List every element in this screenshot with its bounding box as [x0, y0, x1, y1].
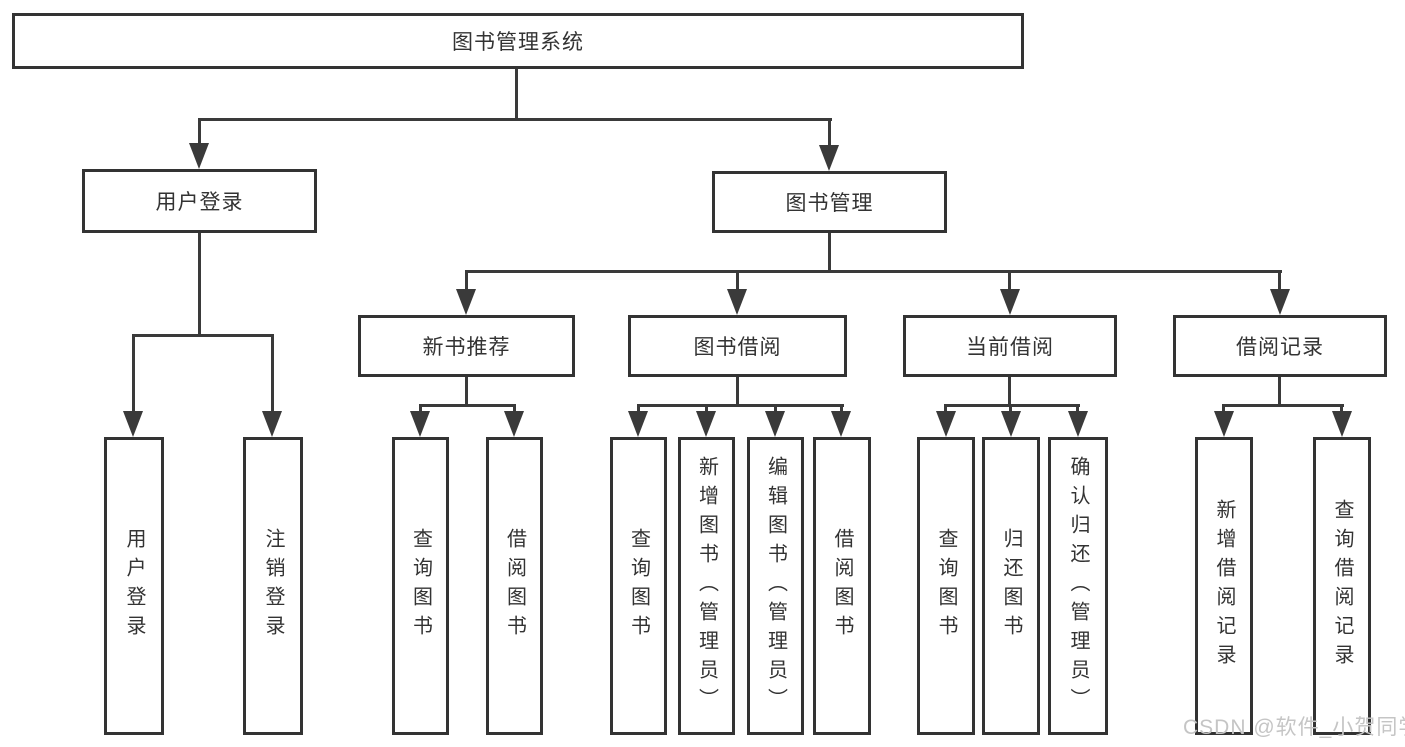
arrow-down-icon	[1270, 289, 1290, 315]
connector-borrow-stem	[736, 377, 739, 406]
connector-root-stem	[515, 69, 518, 120]
arrow-down-icon	[410, 411, 430, 437]
connector-line	[1222, 404, 1225, 413]
leaf-borrow-books-recommend: 借阅图书	[486, 437, 543, 735]
leaf-borrow-books: 借阅图书	[813, 437, 871, 735]
leaf-return-books: 归还图书	[982, 437, 1040, 735]
node-label: 新书推荐	[422, 336, 511, 359]
csdn-watermark: CSDN @软件_小贺同学	[1183, 716, 1405, 739]
connector-line	[840, 404, 843, 413]
node-label: 编辑图书（管理员）	[764, 455, 787, 717]
arrow-down-icon	[1214, 411, 1234, 437]
leaf-query-books-borrow: 查询图书	[610, 437, 667, 735]
node-label: 图书管理系统	[452, 31, 584, 54]
connector-records-hline	[1222, 404, 1344, 407]
arrow-down-icon	[1068, 411, 1088, 437]
leaf-add-borrow-record: 新增借阅记录	[1195, 437, 1253, 735]
connector-line	[1076, 404, 1079, 413]
connector-userlogin-hline	[132, 334, 274, 337]
connector-records-stem	[1278, 377, 1281, 406]
node-label: 借阅记录	[1236, 336, 1324, 359]
node-label: 查询图书	[409, 528, 432, 644]
node-book-management: 图书管理	[712, 171, 947, 233]
connector-line	[132, 334, 135, 412]
arrow-down-icon	[1000, 289, 1020, 315]
node-label: 查询图书	[627, 528, 650, 644]
connector-line	[1009, 404, 1012, 413]
connector-userlogin-stem	[198, 233, 201, 336]
node-label: 用户登录	[155, 191, 244, 214]
node-label: 归还图书	[1000, 528, 1022, 644]
leaf-query-books-recommend: 查询图书	[392, 437, 449, 735]
connector-line	[828, 118, 831, 146]
arrow-down-icon	[504, 411, 524, 437]
node-borrowing-records: 借阅记录	[1173, 315, 1387, 377]
arrow-down-icon	[819, 145, 839, 171]
connector-line	[1278, 270, 1281, 292]
node-label: 新增图书（管理员）	[695, 455, 718, 717]
node-book-borrowing: 图书借阅	[628, 315, 847, 377]
leaf-confirm-return-admin: 确认归还（管理员）	[1048, 437, 1108, 735]
connector-newrec-stem	[465, 377, 468, 406]
connector-line	[1008, 270, 1011, 292]
arrow-down-icon	[727, 289, 747, 315]
node-label: 借阅图书	[831, 528, 853, 644]
connector-line	[705, 404, 708, 413]
arrow-down-icon	[1001, 411, 1021, 437]
arrow-down-icon	[696, 411, 716, 437]
leaf-user-login: 用户登录	[104, 437, 164, 735]
node-label: 确认归还（管理员）	[1067, 455, 1089, 717]
node-label: 图书借阅	[693, 336, 782, 359]
connector-line	[774, 404, 777, 413]
connector-current-stem	[1008, 377, 1011, 406]
connector-line	[736, 270, 739, 292]
connector-line	[465, 270, 468, 292]
arrow-down-icon	[456, 289, 476, 315]
leaf-edit-book-admin: 编辑图书（管理员）	[747, 437, 804, 735]
connector-borrow-hline	[637, 404, 844, 407]
connector-line	[198, 118, 201, 146]
leaf-add-book-admin: 新增图书（管理员）	[678, 437, 735, 735]
connector-line	[271, 334, 274, 412]
node-library-management-system: 图书管理系统	[12, 13, 1024, 69]
arrow-down-icon	[262, 411, 282, 437]
node-new-book-recommendation: 新书推荐	[358, 315, 575, 377]
arrow-down-icon	[831, 411, 851, 437]
node-label: 新增借阅记录	[1213, 499, 1235, 673]
connector-line	[637, 404, 640, 413]
node-label: 当前借阅	[966, 336, 1054, 359]
connector-current-hline	[944, 404, 1080, 407]
arrow-down-icon	[1332, 411, 1352, 437]
node-user-login: 用户登录	[82, 169, 317, 233]
leaf-query-books-current: 查询图书	[917, 437, 975, 735]
connector-level2-hline	[198, 118, 832, 121]
node-label: 用户登录	[123, 528, 145, 644]
arrow-down-icon	[189, 143, 209, 169]
leaf-query-borrow-record: 查询借阅记录	[1313, 437, 1371, 735]
connector-bookmgmt-stem	[828, 233, 831, 273]
node-label: 注销登录	[262, 528, 284, 644]
connector-level3-hline	[465, 270, 1282, 273]
connector-line	[944, 404, 947, 413]
connector-line	[513, 404, 516, 413]
node-current-borrowing: 当前借阅	[903, 315, 1117, 377]
arrow-down-icon	[628, 411, 648, 437]
arrow-down-icon	[123, 411, 143, 437]
node-label: 借阅图书	[503, 528, 526, 644]
arrow-down-icon	[765, 411, 785, 437]
leaf-logout: 注销登录	[243, 437, 303, 735]
connector-line	[419, 404, 422, 413]
connector-line	[1340, 404, 1343, 413]
arrow-down-icon	[936, 411, 956, 437]
node-label: 图书管理	[785, 192, 874, 215]
node-label: 查询借阅记录	[1331, 499, 1353, 673]
node-label: 查询图书	[935, 528, 957, 644]
connector-newrec-hline	[419, 404, 516, 407]
